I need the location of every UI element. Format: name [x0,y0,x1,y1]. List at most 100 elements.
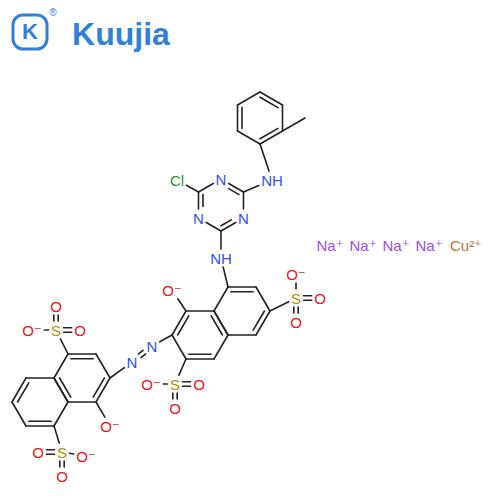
bond-line [54,402,68,426]
bond-line [60,378,71,397]
bond-line [44,329,48,331]
bond-line [199,183,214,192]
bond-line [178,299,186,311]
atom-label: O⁻ [21,323,43,338]
bond-line [138,350,143,354]
atom-label: N [215,172,228,187]
atom-label: O [313,291,327,306]
bond-line [214,311,228,335]
ion-label: Na⁺ [315,238,344,253]
bond-line [179,359,186,375]
bond-line [71,358,93,360]
bond-line [26,377,54,379]
atom-label: N [237,211,250,226]
bond-line [96,402,105,417]
bond-line [228,286,256,288]
bond-line [53,315,55,321]
bond-line [223,267,228,287]
bond-line [220,231,222,249]
bond-line [176,393,178,399]
bond-line [46,453,54,455]
bond-line [229,189,239,195]
bond-line [243,192,245,209]
atom-label: O [168,401,182,416]
bond-line [54,354,68,378]
ion-label: Na⁺ [348,238,377,253]
bond-line [297,307,299,313]
bond-line [237,105,239,131]
bond-line [96,354,110,378]
ion-label: Na⁺ [381,238,410,253]
bond-line [64,327,72,329]
bond-line [260,144,269,171]
bond-line [63,461,65,467]
bond-line [93,378,104,397]
bond-line [260,97,278,107]
bond-line [29,420,51,422]
bond-line [214,287,228,311]
atom-label: S [50,323,62,338]
bond-line [18,383,29,402]
atom-label: N [126,355,139,370]
logo-frame [13,15,47,49]
bond-line [26,425,54,427]
atom-label: O⁻ [285,267,307,282]
bond-line [253,311,264,330]
bond-line [231,291,253,293]
bond-line [221,220,231,226]
bond-line [46,449,54,451]
brand-name: Kuujia [71,18,171,50]
bond-line [186,185,198,192]
atom-label: O [49,299,63,314]
atom-label: NH [209,251,233,266]
atom-label: O [289,315,303,330]
bond-line [214,335,228,359]
bond-line [54,426,59,443]
atom-label: O [73,323,87,338]
atom-label: O [55,469,69,484]
bond-line [172,335,186,359]
atom-label: N [146,339,159,354]
bond-line [69,452,73,454]
bond-line [304,295,312,297]
bond-line [186,358,214,360]
atom-label: O⁻ [75,449,97,464]
atom-label: O [31,445,45,460]
bond-line [59,461,61,467]
atom-label: S [56,445,68,460]
bond-line [270,302,289,311]
bond-line [202,195,204,207]
bond-line [241,108,243,129]
registered-mark: ® [48,8,57,18]
bond-line [64,331,72,333]
atom-label: N [192,211,205,226]
atom-label: O⁻ [99,419,121,434]
bond-line [244,186,259,192]
bond-line [256,287,270,311]
bond-line [163,383,167,385]
bond-line [160,335,172,342]
logo-letter: K [21,21,39,43]
atom-label: Cl [169,173,185,188]
bond-line [238,131,261,144]
atom-label: O⁻ [161,283,183,298]
bond-line [293,307,295,313]
bond-line [189,353,211,355]
atom-label: O [192,377,206,392]
bond-line [206,222,221,231]
bond-line [60,339,68,354]
bond-line [12,402,26,426]
bond-line [172,393,174,399]
ion-label: Na⁺ [414,238,443,253]
atom-label: S [169,377,181,392]
bond-line [260,128,278,138]
bond-line [211,316,222,335]
bond-line [68,353,96,355]
bond-line [228,334,256,336]
atom-label: NH [260,173,284,188]
bond-line [186,310,214,312]
bond-line [110,368,124,378]
bond-line [304,299,312,301]
ion-label: Cu²⁺ [449,238,483,253]
bond-line [141,354,146,358]
